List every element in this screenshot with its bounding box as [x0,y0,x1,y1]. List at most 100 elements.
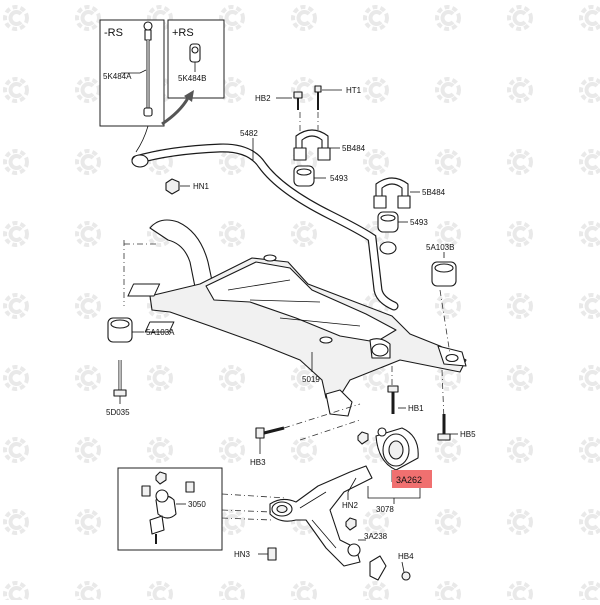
nut-hn2 [345,517,357,531]
gear-logo-icon [219,581,245,605]
bolt-hb4 [369,555,411,581]
gear-logo-icon [507,5,533,31]
gear-logo-icon [435,293,461,319]
gear-logo-icon [579,5,600,31]
gear-logo-icon [435,77,461,103]
gear-logo-icon [507,365,533,391]
gear-logo-icon [507,77,533,103]
gear-logo-icon [219,221,245,247]
gear-logo-icon [3,5,29,31]
gear-logo-icon [75,581,101,605]
gear-logo-icon [363,149,389,175]
label-ht1: HT1 [346,86,362,95]
bushing-5a103b [431,252,457,287]
gear-logo-icon [435,581,461,605]
label-3a262: 3A262 [396,475,422,485]
gear-logo-icon [435,437,461,463]
bushing-5a103a [107,317,144,343]
bolt-5d035 [113,360,127,404]
gear-logo-icon [3,581,29,605]
label-5019: 5019 [302,375,320,384]
bushing-5493-upper [293,165,326,187]
highlight-3a262 [392,470,432,488]
label-5b484-upper: 5B484 [342,144,366,153]
gear-logo-icon [291,437,317,463]
gear-logo-icon [219,5,245,31]
gear-logo-icon [579,509,600,535]
gear-logo-icon [579,581,600,605]
label-5a103a: 5A103A [146,328,175,337]
gear-logo-icon [291,581,317,605]
inset-ball-joint [117,467,223,551]
arrow-curve-right [161,97,190,126]
gear-logo-icon [507,293,533,319]
axis-right-mount [439,289,451,355]
gear-logo-icon [219,365,245,391]
gear-logo-icon [507,437,533,463]
gear-logo-icon [3,149,29,175]
gear-logo-icon [579,149,600,175]
nut-icon [155,471,167,485]
label-hb2: HB2 [255,94,271,103]
gear-logo-icon [291,221,317,247]
axis-arm-mount [283,403,361,441]
gear-logo-icon [579,77,600,103]
gear-logo-icon [219,509,245,535]
gear-logo-icon [363,5,389,31]
arrow-inset-to-bar [135,125,149,153]
gear-logo-icon [3,437,29,463]
gear-logo-icon [507,581,533,605]
gear-logo-icon [435,5,461,31]
gear-logo-icon [147,437,173,463]
gear-logo-icon [363,509,389,535]
label-minus-rs: -RS [104,27,123,39]
label-5k484b: 5K484B [178,74,206,83]
label-5482: 5482 [240,129,258,138]
assembly-axis-top [299,112,319,134]
label-hb1: HB1 [408,404,424,413]
gear-logo-icon [147,365,173,391]
label-hn2: HN2 [342,501,359,510]
gear-logo-icon [75,221,101,247]
bolt-hb3 [255,426,285,454]
label-5493-lower: 5493 [410,218,428,227]
gear-logo-icon [75,149,101,175]
bolt-hb5 [437,414,458,441]
label-3050: 3050 [188,500,206,509]
axis-balljoint-inset [221,493,287,521]
label-5k484a: 5K484A [103,72,132,81]
bolt-icon [141,485,151,497]
lower-control-arm [269,465,373,567]
label-plus-rs: +RS [172,27,194,39]
gear-logo-icon [3,77,29,103]
gear-logo-icon [507,149,533,175]
arrow-head-icon [184,90,194,102]
gear-logo-icon [579,293,600,319]
label-5a103b: 5A103B [426,243,454,252]
gear-logo-icon [363,581,389,605]
leader-hn2 [347,477,357,500]
label-hn3: HN3 [234,550,251,559]
nut-hn3 [258,547,277,561]
gear-logo-icon [291,365,317,391]
label-hb5: HB5 [460,430,476,439]
gear-logo-icon [579,221,600,247]
label-hb4: HB4 [398,552,414,561]
stud-ht1 [314,85,342,110]
gear-logo-icon [3,509,29,535]
bushing-3a262 [357,427,419,482]
inset-stabilizer-links: -RS +RS 5K484A 5K484B [99,19,225,153]
inset-box-plus-rs [167,19,225,99]
label-3a238: 3A238 [364,532,388,541]
label-hb3: HB3 [250,458,266,467]
clamp-5b484-lower [373,177,420,209]
bolt-hb2 [276,91,303,110]
gear-logo-icon [219,437,245,463]
gear-logo-icon [579,437,600,463]
label-5493-upper: 5493 [330,174,348,183]
gear-logo-icon [3,293,29,319]
gear-logo-icon [435,149,461,175]
bushing-5493-lower [377,211,408,233]
gear-logo-icon [435,221,461,247]
